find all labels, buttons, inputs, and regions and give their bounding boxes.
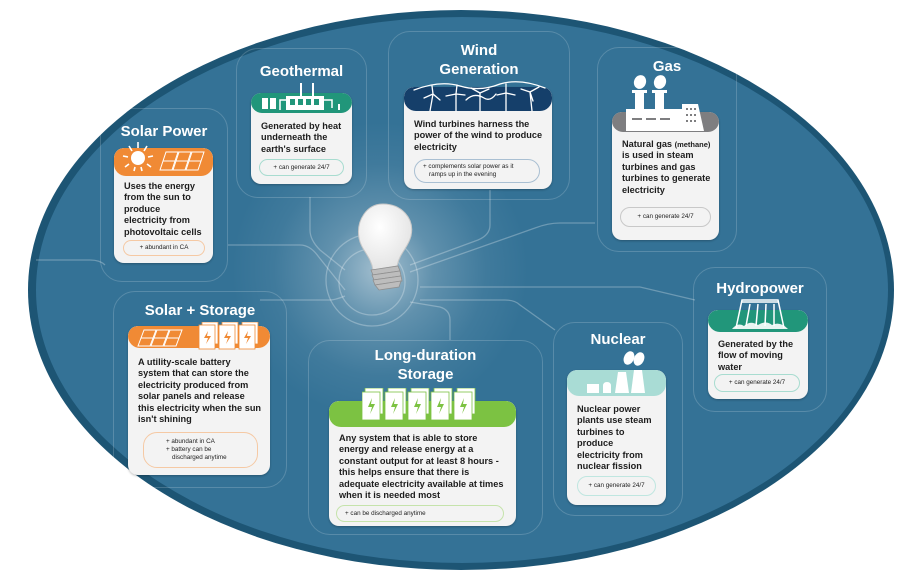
card-nuclear: Nuclear power plants use steam turbines …	[567, 370, 666, 505]
connector-left	[36, 259, 106, 266]
lightbulb-icon	[358, 203, 413, 291]
solar-storage-benefits: + abundant in CA + battery can be discha…	[143, 432, 258, 468]
long-storage-title-line1: Long-duration	[374, 347, 477, 364]
long-storage-benefits: + can be discharged anytime	[336, 505, 504, 522]
hydro-benefits: + can generate 24/7	[714, 374, 800, 392]
solar-storage-title: Solar + Storage	[144, 302, 256, 319]
solar-panels-and-batteries-icon	[137, 322, 259, 350]
long-storage-title-line2: Storage	[397, 366, 454, 383]
gas-title: Gas	[652, 58, 682, 75]
wind-title-line2: Generation	[439, 61, 519, 78]
solar-banner	[114, 148, 213, 176]
solar-storage-description: A utility-scale battery system that can …	[138, 357, 262, 425]
wind-title-line1: Wind	[460, 42, 498, 59]
nuclear-plant-icon	[587, 351, 645, 393]
wind-description: Wind turbines harness the power of the w…	[414, 119, 543, 152]
card-long-duration-storage: Any system that is able to store energy …	[329, 401, 516, 526]
connector-gas	[409, 222, 595, 273]
group-nuclear: Nuclear	[553, 322, 683, 516]
solar-power-title: Solar Power	[120, 123, 208, 140]
group-solar-power: Solar Power	[100, 108, 228, 282]
group-gas: Gas	[597, 47, 737, 252]
wind-benefits: + complements solar power as it ramps up…	[414, 159, 540, 183]
hydropower-title: Hydropower	[716, 280, 804, 297]
card-gas: Natural gas (methane) is used in steam t…	[612, 112, 719, 240]
group-wind-generation: Wind Generation	[388, 31, 570, 200]
long-storage-description: Any system that is able to store energy …	[339, 433, 504, 501]
solar-description: Uses the energy from the sun to produce …	[124, 181, 202, 237]
dam-icon	[732, 299, 788, 329]
card-solar-power: Uses the energy from the sun to produce …	[114, 148, 213, 263]
geothermal-description: Generated by heat underneath the earth's…	[261, 121, 342, 154]
gas-benefits: + can generate 24/7	[620, 207, 711, 227]
nuclear-benefits: + can generate 24/7	[577, 476, 656, 496]
geothermal-plant-icon	[262, 83, 340, 110]
group-hydropower: Hydropower	[693, 267, 827, 412]
nuclear-title: Nuclear	[590, 331, 646, 348]
group-long-duration-storage: Long-duration Storage	[308, 340, 543, 535]
card-solar-plus-storage: A utility-scale battery system that can …	[128, 326, 270, 475]
hydro-description: Generated by the flow of moving water	[718, 339, 794, 372]
nuclear-description: Nuclear power plants use steam turbines …	[577, 404, 652, 472]
gas-description: Natural gas (methane) is used in steam t…	[622, 139, 711, 195]
batteries-icon	[362, 388, 476, 421]
group-solar-plus-storage: Solar + Storage	[113, 291, 287, 488]
group-geothermal: Geothermal	[236, 48, 367, 198]
card-hydropower: Generated by the flow of moving water + …	[708, 310, 808, 399]
geothermal-title: Geothermal	[259, 63, 344, 80]
sun-and-solar-panels-icon	[122, 142, 205, 172]
card-wind-generation: Wind turbines harness the power of the w…	[404, 87, 552, 189]
gas-power-plant-icon	[626, 75, 704, 131]
geothermal-benefits: + can generate 24/7	[259, 159, 344, 176]
solar-benefits: + abundant in CA	[123, 240, 205, 256]
wind-turbines-icon	[413, 81, 546, 112]
